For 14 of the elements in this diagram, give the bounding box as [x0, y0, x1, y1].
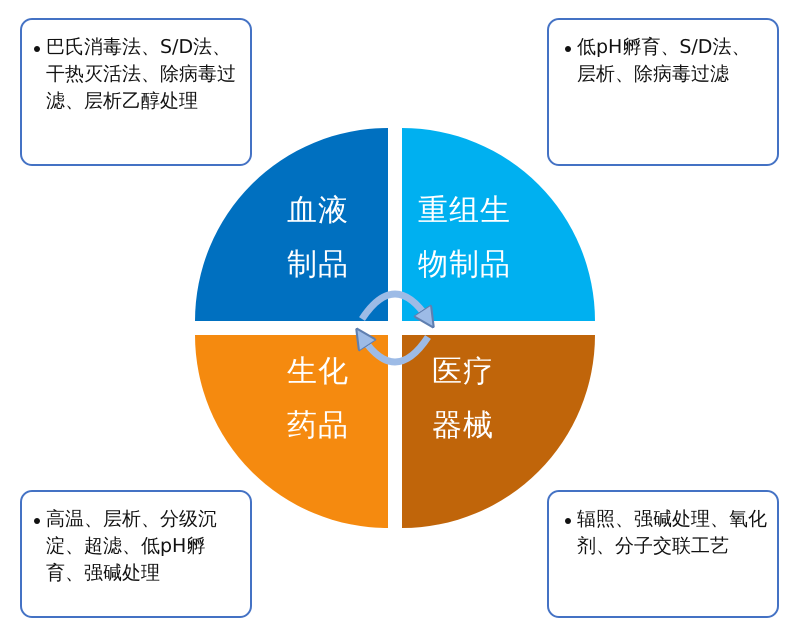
callout-box [20, 18, 252, 166]
callout-box [547, 18, 779, 166]
callout-box [20, 490, 252, 618]
bullet-note: 辐照、强碱处理、氧化剂、分子交联工艺 [563, 506, 768, 560]
bullet-note: 巴氏消毒法、S/D法、干热灭活法、除病毒过滤、层析乙醇处理 [32, 34, 237, 115]
bullet-note: 高温、层析、分级沉淀、超滤、低pH孵育、强碱处理 [32, 506, 237, 587]
quadrant-label: 血液制品 [287, 192, 350, 284]
curved-arrow [359, 290, 436, 329]
callout-box [547, 490, 779, 618]
curved-arrow [354, 327, 431, 366]
quadrant-label: 医疗器械 [432, 353, 495, 445]
bullet-note: 低pH孵育、S/D法、层析、除病毒过滤 [563, 34, 768, 88]
quadrant-label: 生化药品 [287, 353, 350, 445]
quadrant-label: 重组生物制品 [418, 192, 512, 284]
